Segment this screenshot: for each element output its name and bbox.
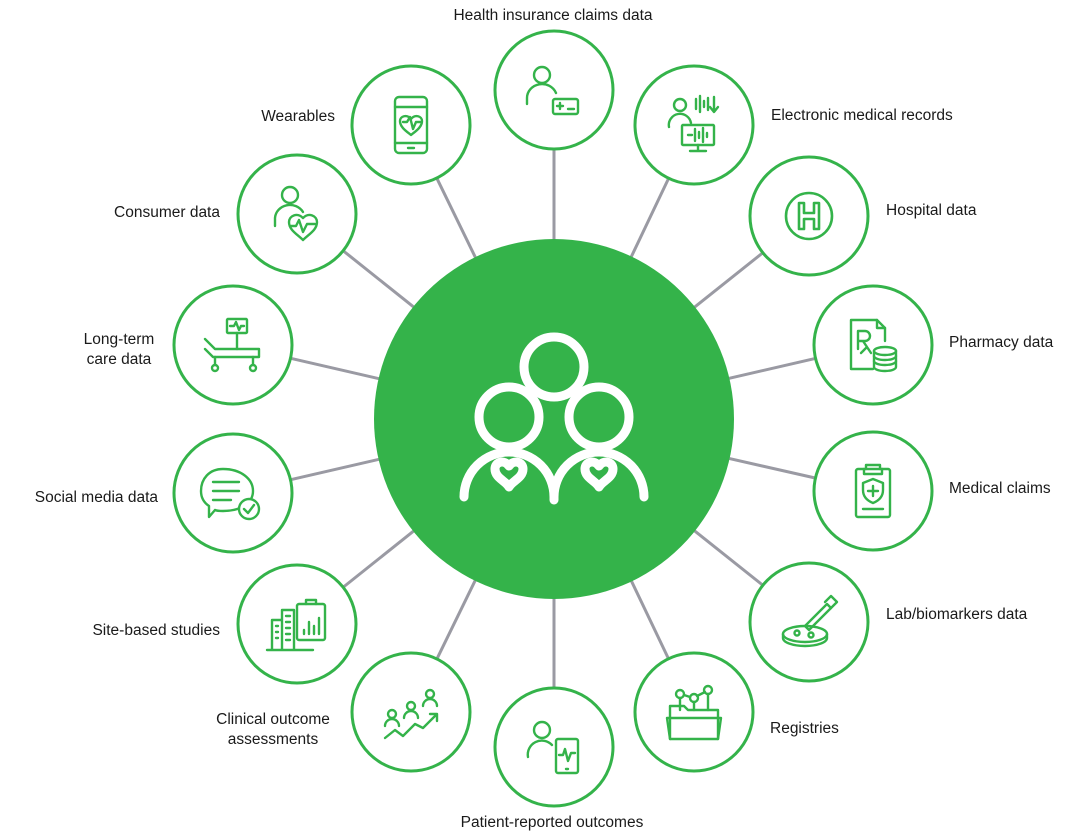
- label-line: Long-term: [83, 331, 155, 348]
- node-clinical-outcome-assessments[interactable]: [350, 651, 472, 773]
- node-lab-biomarkers[interactable]: [748, 561, 870, 683]
- node-electronic-medical-records[interactable]: [633, 64, 755, 186]
- label-registries: Registries: [770, 720, 839, 737]
- label-social-media: Social media data: [34, 489, 158, 506]
- label-medical-claims: Medical claims: [949, 480, 1051, 497]
- node-wearables[interactable]: [350, 64, 472, 186]
- spoke-hospital: [690, 250, 766, 311]
- spoke-pharmacy: [725, 356, 818, 381]
- person-heart-icon: [273, 185, 319, 242]
- label-line: assessments: [227, 731, 319, 748]
- label-electronic-medical-records: Electronic medical records: [771, 107, 953, 124]
- label-line: Clinical outcome: [216, 711, 330, 728]
- spoke-medical-claims: [725, 456, 818, 480]
- spoke-consumer: [340, 248, 418, 311]
- label-consumer: Consumer data: [114, 204, 220, 221]
- label-hospital: Hospital data: [886, 202, 977, 219]
- label-health-insurance-claims: Health insurance claims data: [453, 7, 653, 24]
- patient-monitor-icon: [667, 94, 720, 153]
- spoke-clinical-outcome-assessments: [434, 576, 479, 662]
- family-hearts-icon: [459, 332, 649, 505]
- spoke-registries: [628, 577, 671, 662]
- label-pharmacy: Pharmacy data: [949, 334, 1054, 351]
- node-health-insurance-claims[interactable]: [493, 29, 615, 151]
- folder-network-icon: [665, 684, 723, 741]
- spoke-site-based-studies: [340, 527, 418, 590]
- buildings-clipboard-icon: [265, 598, 327, 652]
- node-medical-claims[interactable]: [812, 430, 934, 552]
- node-pharmacy[interactable]: [812, 284, 934, 406]
- label-site-based-studies: Site-based studies: [92, 622, 220, 639]
- node-consumer[interactable]: [236, 153, 358, 275]
- spoke-electronic-medical-records: [628, 175, 671, 261]
- label-wearables: Wearables: [261, 108, 335, 125]
- clipboard-shield-icon: [854, 463, 892, 519]
- spoke-lab-biomarkers: [690, 527, 766, 588]
- center-hub: [374, 239, 734, 599]
- patient-card-icon: [525, 65, 580, 116]
- spoke-social-media: [288, 457, 383, 482]
- spoke-wearables: [434, 175, 479, 262]
- spokes: [288, 147, 818, 690]
- spoke-long-term-care: [288, 356, 383, 381]
- label-long-term-care: Long-term care data: [84, 330, 155, 370]
- node-registries[interactable]: [633, 651, 755, 773]
- node-patient-reported-outcomes[interactable]: [493, 686, 615, 808]
- phone-heart-icon: [393, 95, 429, 155]
- label-lab-biomarkers: Lab/biomarkers data: [886, 606, 1028, 623]
- patient-tablet-icon: [526, 720, 580, 775]
- node-hospital[interactable]: [748, 155, 870, 277]
- node-long-term-care[interactable]: [172, 284, 294, 406]
- hospital-sign-icon: [784, 191, 834, 241]
- prescription-coins-icon: [849, 318, 898, 373]
- label-patient-reported-outcomes: Patient-reported outcomes: [460, 814, 644, 831]
- node-site-based-studies[interactable]: [236, 563, 358, 685]
- people-rising-chart-icon: [383, 688, 439, 740]
- care-bed-monitor-icon: [203, 317, 261, 373]
- node-social-media[interactable]: [172, 432, 294, 554]
- chat-check-icon: [199, 467, 261, 521]
- petri-dish-dropper-icon: [781, 594, 839, 648]
- label-line: care data: [86, 351, 152, 368]
- label-clinical-outcome-assessments: Clinical outcome assessments: [216, 710, 330, 750]
